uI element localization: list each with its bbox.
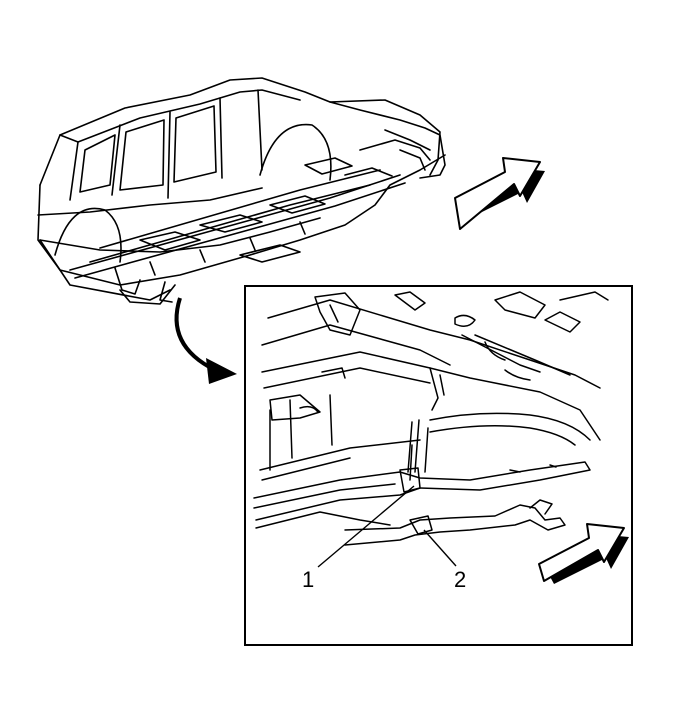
callout-1-label: 1 [302, 567, 314, 592]
detail-frame [244, 285, 633, 646]
vehicle-body-illustration [37, 77, 446, 305]
callout-2-leader [423, 529, 457, 567]
callout-2-label: 2 [454, 567, 466, 592]
callout-1-leader [317, 485, 415, 568]
detail-inset: 1 2 [244, 285, 633, 646]
forward-direction-arrow-icon [454, 157, 545, 230]
detail-underbody-illustration [253, 291, 609, 546]
callout-leaders [317, 485, 457, 568]
curved-pointer-arrow-icon [174, 297, 237, 384]
forward-direction-arrow-icon [538, 523, 629, 584]
